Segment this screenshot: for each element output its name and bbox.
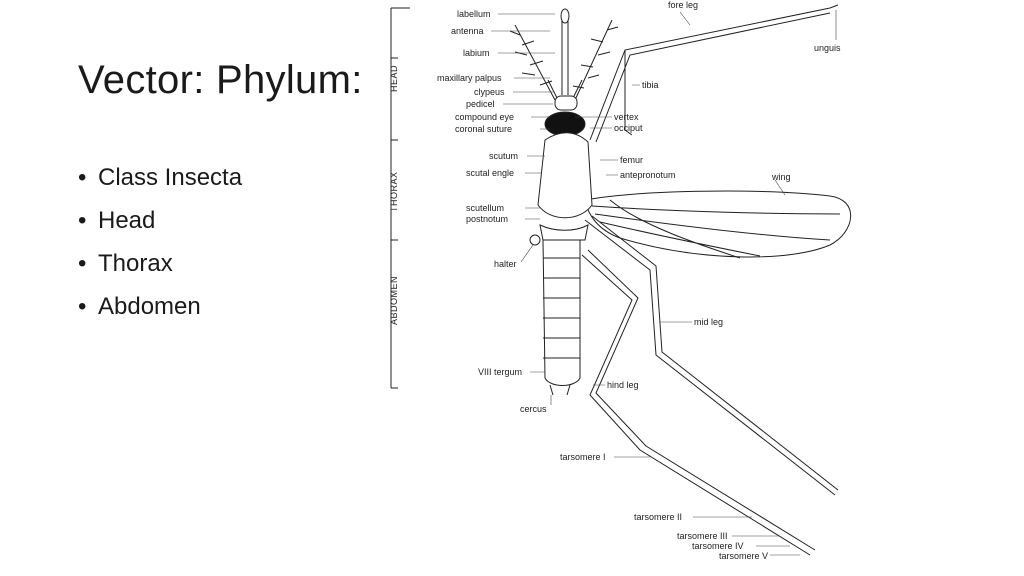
label-tarsomere-3: tarsomere III bbox=[677, 531, 728, 541]
label-antenna: antenna bbox=[451, 26, 484, 36]
label-coronal-suture: coronal suture bbox=[455, 124, 512, 134]
label-unguis: unguis bbox=[814, 43, 841, 53]
label-clypeus: clypeus bbox=[474, 87, 505, 97]
region-bracket bbox=[390, 7, 410, 389]
label-occiput: occiput bbox=[614, 123, 643, 133]
label-labium: labium bbox=[463, 48, 490, 58]
label-compound-eye: compound eye bbox=[455, 112, 514, 122]
label-wing: wing bbox=[771, 172, 791, 182]
label-tarsomere-5: tarsomere V bbox=[719, 551, 768, 561]
bullet-text: Thorax bbox=[98, 250, 173, 277]
label-viii-tergum: VIII tergum bbox=[478, 367, 522, 377]
fore-leg bbox=[589, 4, 839, 143]
bullet-text: Abdomen bbox=[98, 293, 201, 320]
abdomen bbox=[542, 239, 581, 386]
label-mid-leg: mid leg bbox=[694, 317, 723, 327]
proboscis bbox=[561, 18, 569, 95]
thorax bbox=[537, 132, 593, 219]
antenna bbox=[514, 19, 613, 101]
side-label-head: HEAD bbox=[389, 65, 399, 92]
bullet-item: •Abdomen bbox=[78, 293, 201, 320]
label-cercus: cercus bbox=[520, 404, 547, 414]
label-tibia: tibia bbox=[642, 80, 659, 90]
label-tarsomere-2: tarsomere II bbox=[634, 512, 682, 522]
label-scutal-angle: scutal engle bbox=[466, 168, 514, 178]
slide-title: Vector: Phylum: bbox=[78, 58, 363, 102]
label-pedicel: pedicel bbox=[466, 99, 495, 109]
label-fore-leg: fore leg bbox=[668, 0, 698, 10]
bullet-item: •Thorax bbox=[78, 250, 173, 277]
label-hind-leg: hind leg bbox=[607, 380, 639, 390]
side-label-thorax: THORAX bbox=[389, 171, 399, 212]
label-vertex: vertex bbox=[614, 112, 639, 122]
label-tarsomere-4: tarsomere IV bbox=[692, 541, 744, 551]
label-labellum: labellum bbox=[457, 9, 491, 19]
bullet-list: •Class Insecta •Head •Thorax •Abdomen bbox=[78, 156, 242, 328]
label-scutum: scutum bbox=[489, 151, 518, 161]
bullet-item: •Head bbox=[78, 207, 156, 234]
bullet-text: Head bbox=[98, 207, 156, 234]
label-antepronotum: antepronotum bbox=[620, 170, 676, 180]
label-halter: halter bbox=[494, 259, 517, 269]
bullet-item: •Class Insecta bbox=[78, 164, 243, 191]
label-femur: femur bbox=[620, 155, 643, 165]
label-postnotum: postnotum bbox=[466, 214, 508, 224]
label-tarsomere-1: tarsomere I bbox=[560, 452, 606, 462]
side-label-abdomen: ABDOMEN bbox=[389, 276, 399, 325]
label-scutellum: scutellum bbox=[466, 203, 504, 213]
mid-leg bbox=[584, 215, 839, 496]
bullet-text: Class Insecta bbox=[98, 164, 243, 191]
label-maxillary-palpus: maxillary palpus bbox=[437, 73, 502, 83]
hind-leg bbox=[581, 249, 816, 556]
